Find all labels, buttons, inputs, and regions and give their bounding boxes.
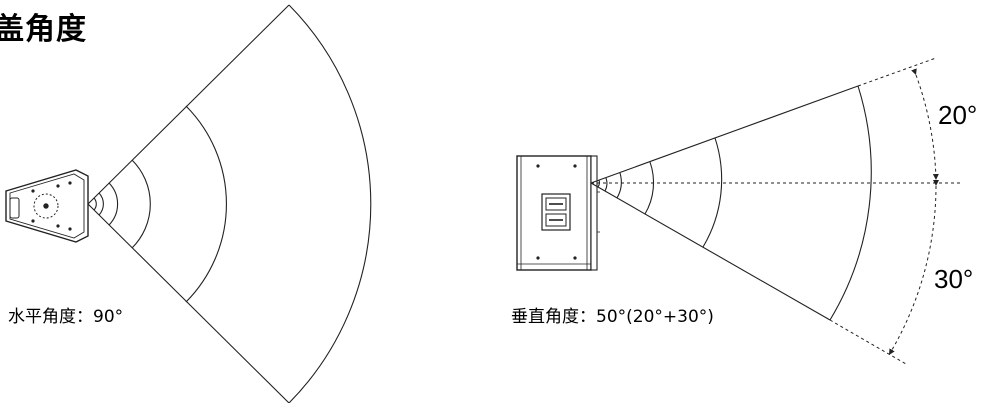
section-title: 盖角度 <box>0 12 87 47</box>
horizontal-coverage <box>5 4 372 403</box>
horizontal-fan <box>87 4 372 403</box>
speaker-side-view-icon <box>516 155 600 271</box>
vertical-coverage <box>516 57 960 365</box>
vertical-dimension-guides <box>591 57 960 365</box>
vertical-fan <box>590 85 872 321</box>
speaker-top-view-icon <box>5 169 89 243</box>
vertical-angle-caption: 垂直角度：50°(20°+30°) <box>511 307 714 327</box>
lower-angle-label: 30° <box>934 264 974 294</box>
horizontal-angle-caption: 水平角度：90° <box>8 307 124 327</box>
upper-angle-label: 20° <box>938 100 978 130</box>
